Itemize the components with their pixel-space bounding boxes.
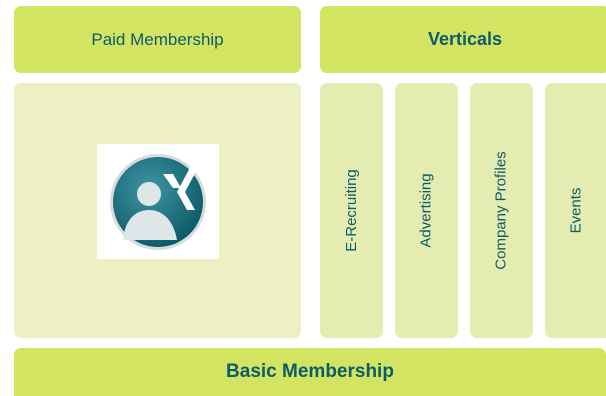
paid-membership-header: Paid Membership	[14, 6, 301, 73]
basic-membership-bar: Basic Membership	[14, 348, 606, 396]
vertical-label: Events	[566, 187, 584, 234]
xing-member-logo-icon	[97, 144, 219, 259]
verticals-label: Verticals	[427, 29, 503, 49]
xing-member-logo-svg	[110, 154, 206, 250]
verticals-header: Verticals	[320, 6, 606, 73]
vertical-column-advertising: Advertising	[395, 83, 458, 338]
vertical-column-events: Events	[545, 83, 606, 338]
basic-membership-label: Basic Membership	[226, 361, 394, 382]
vertical-label: E-Recruiting	[343, 169, 360, 252]
vertical-column-e-recruiting: E-Recruiting	[320, 83, 383, 338]
vertical-label: Company Profiles	[493, 151, 511, 270]
paid-membership-label: Paid Membership	[91, 29, 224, 49]
vertical-label: Advertising	[418, 173, 436, 248]
vertical-column-company-profiles: Company Profiles	[470, 83, 533, 338]
